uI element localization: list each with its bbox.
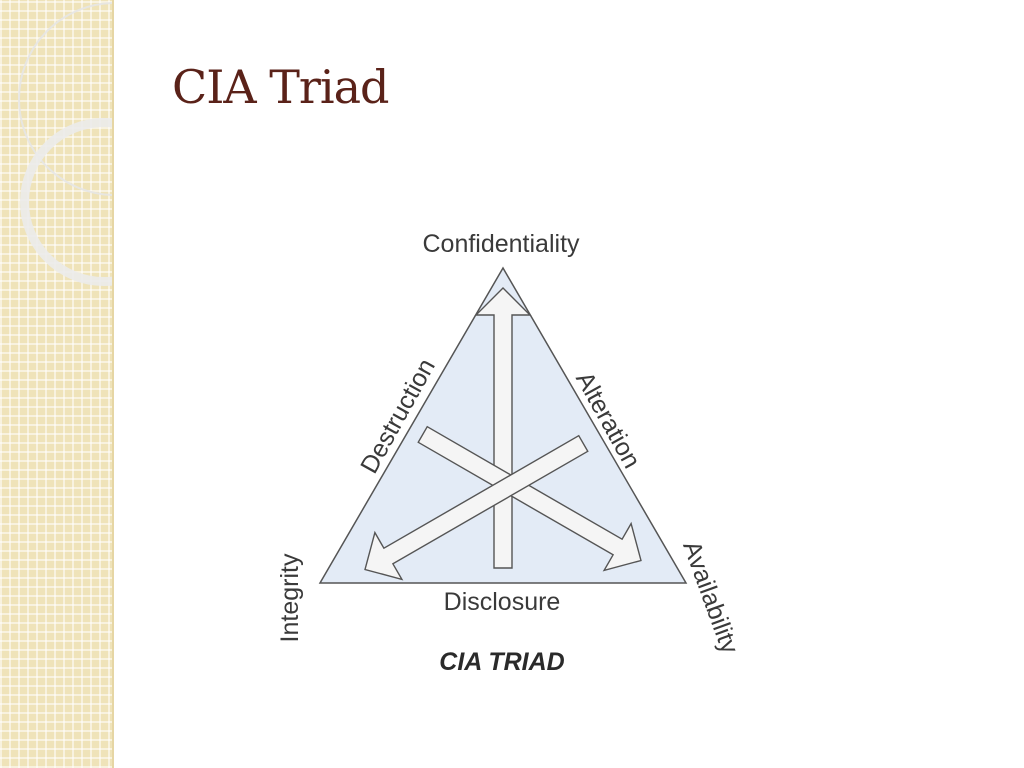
diagram-caption: CIA TRIAD xyxy=(439,648,564,676)
vertex-label-integrity: Integrity xyxy=(276,553,304,642)
vertex-label-confidentiality: Confidentiality xyxy=(422,230,580,258)
vertex-label-availability: Availability xyxy=(677,537,744,658)
arrow-to-integrity xyxy=(364,434,589,581)
arrow-to-confidentiality xyxy=(474,287,532,569)
slide-title: CIA Triad xyxy=(172,60,389,114)
edge-label-disclosure: Disclosure xyxy=(444,588,561,616)
arrow-to-availability xyxy=(417,425,642,572)
decorative-side-band xyxy=(0,0,114,768)
